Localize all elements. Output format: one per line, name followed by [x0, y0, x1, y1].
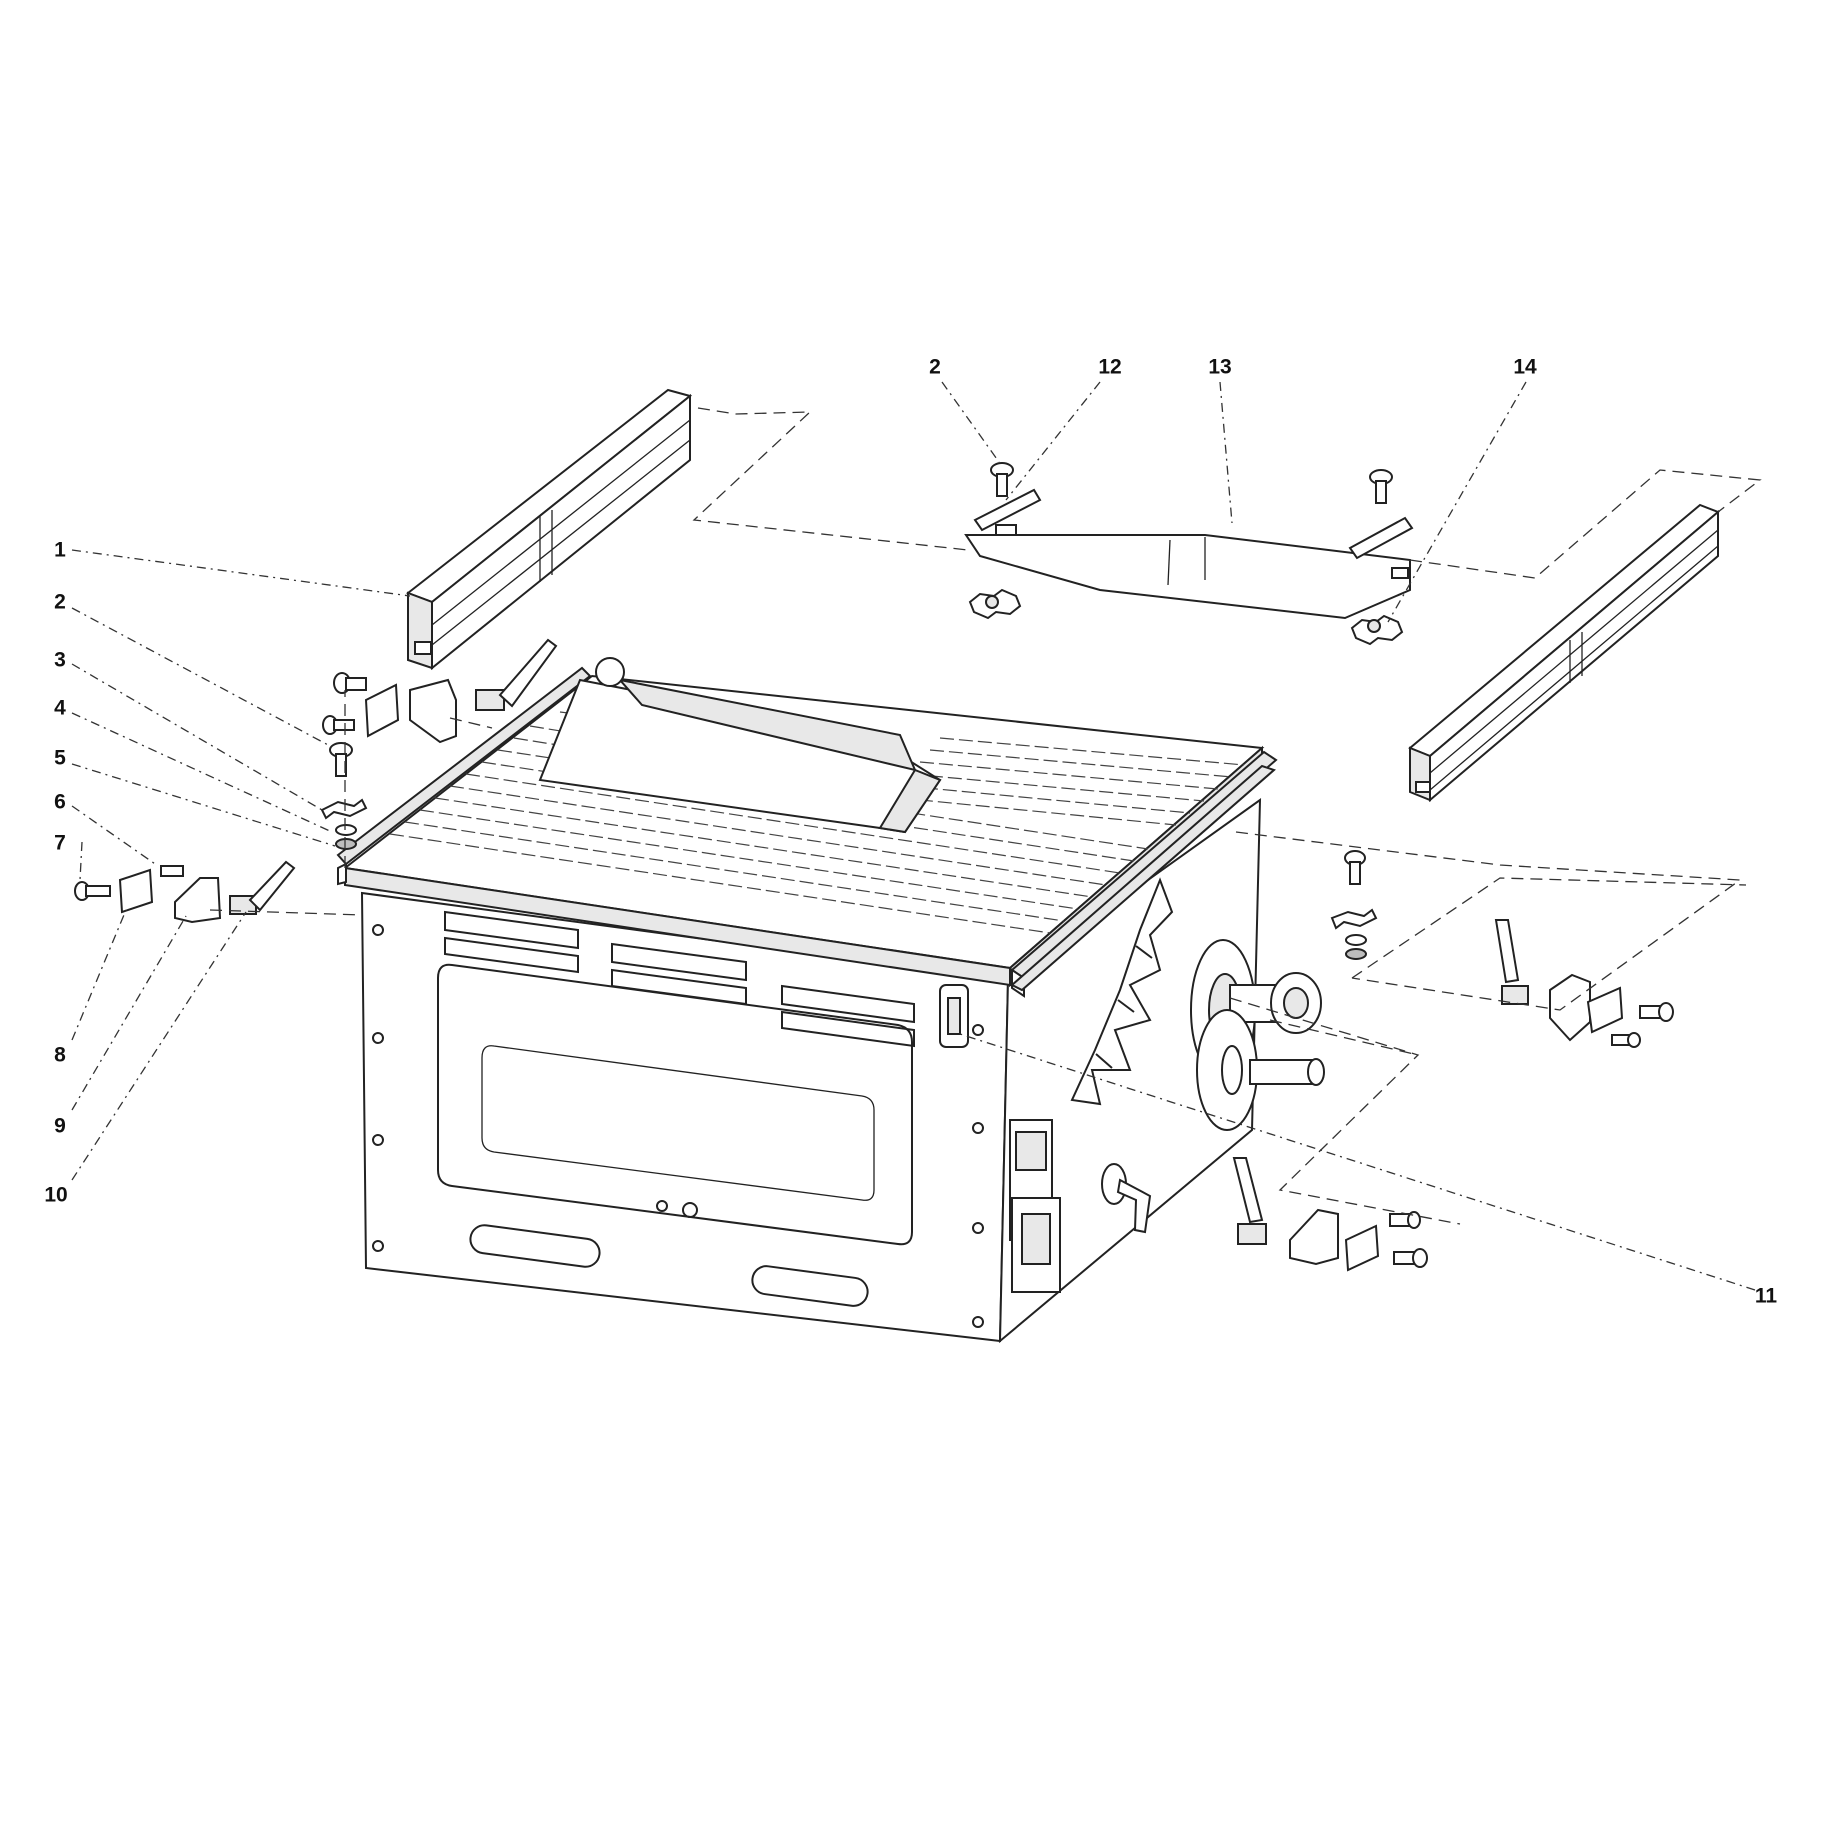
- callout-10: 10: [44, 1183, 68, 1207]
- left-fastener-stack: [320, 742, 368, 850]
- callout-14: 14: [1513, 355, 1537, 379]
- upper-left-clamp: [322, 638, 558, 744]
- handle-slots: [469, 1224, 869, 1307]
- saw-blade: [1070, 877, 1174, 1106]
- callout-2-left: 2: [54, 590, 66, 614]
- callout-3: 3: [54, 648, 66, 672]
- leader-lines: [71, 381, 1756, 1291]
- upper-right-clamp: [1494, 919, 1674, 1048]
- height-handwheel: [1196, 1009, 1325, 1131]
- callout-12: 12: [1098, 355, 1122, 379]
- left-extension-rail: [405, 388, 693, 671]
- callout-9: 9: [54, 1114, 66, 1138]
- riving-knife-bracket: [939, 984, 969, 1048]
- lower-right-clamp: [1232, 1157, 1428, 1272]
- bridge-clamp-plates: [973, 488, 1414, 560]
- side-lever: [1101, 1163, 1152, 1234]
- right-extension-rail: [1408, 503, 1720, 803]
- callout-8: 8: [54, 1043, 66, 1067]
- bridge-bolts: [990, 462, 1393, 504]
- right-fastener-stack: [1330, 850, 1378, 960]
- bridge-plate: [964, 524, 1411, 620]
- assembly-lines: [209, 407, 1762, 1225]
- callout-6: 6: [54, 790, 66, 814]
- side-switch-box: [1009, 1119, 1061, 1293]
- callout-13: 13: [1208, 355, 1232, 379]
- callout-7: 7: [54, 831, 66, 855]
- callout-11: 11: [1754, 1284, 1778, 1308]
- callout-4: 4: [54, 696, 66, 720]
- table-rails: [336, 666, 1278, 998]
- blade-guard: [538, 657, 942, 834]
- front-window-panel: [437, 963, 913, 1246]
- callout-2-top: 2: [929, 355, 941, 379]
- callout-1: 1: [54, 538, 66, 562]
- lower-left-clamp: [74, 860, 296, 924]
- star-knobs: [968, 588, 1404, 646]
- callout-5: 5: [54, 746, 66, 770]
